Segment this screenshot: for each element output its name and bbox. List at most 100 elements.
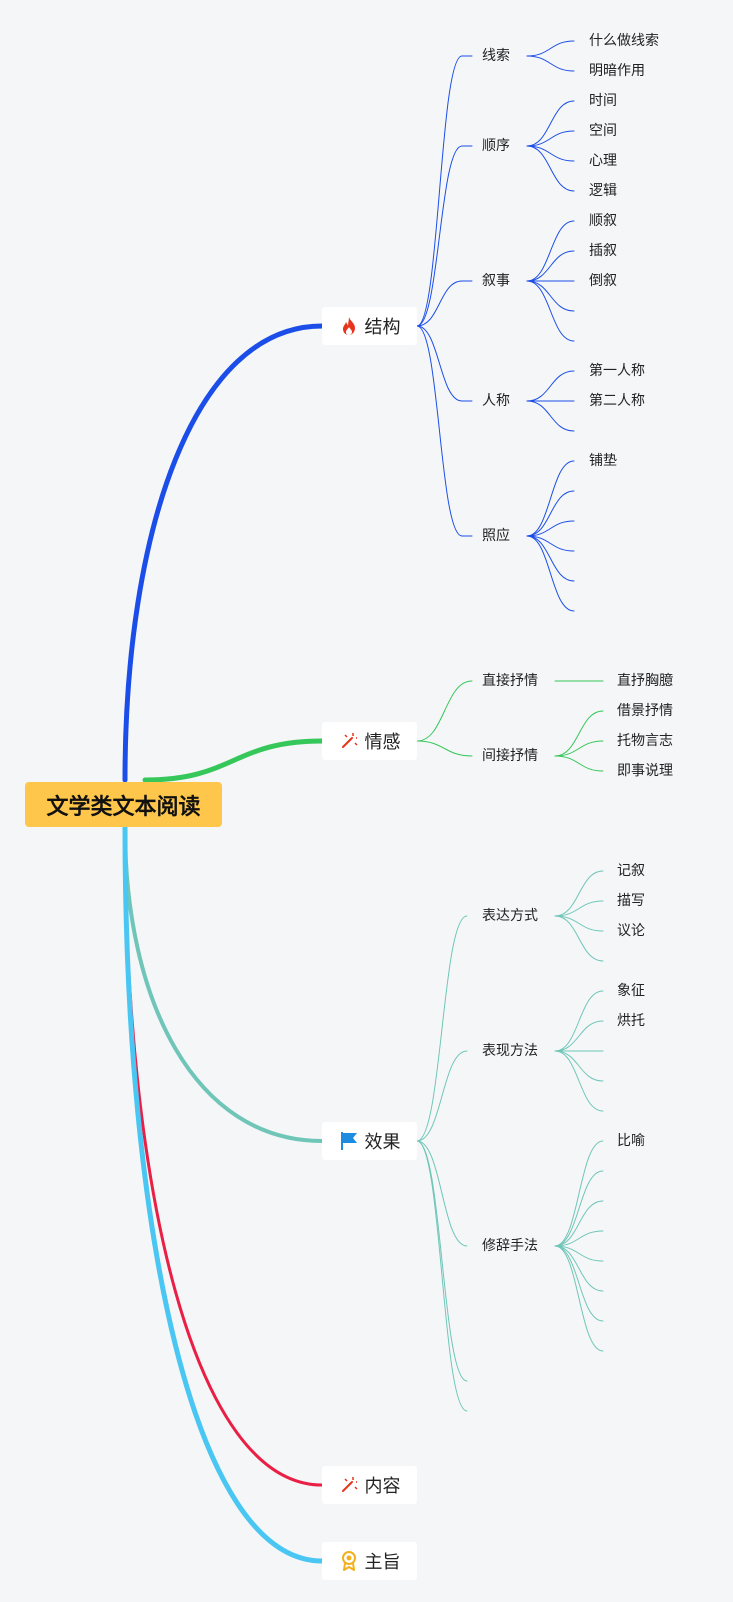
leaf-item[interactable]: 即事说理 (617, 763, 673, 779)
main-topic-label: 效果 (364, 1132, 401, 1153)
leaf-item[interactable]: 象征 (617, 983, 645, 999)
leaf-item[interactable]: 记叙 (617, 863, 645, 879)
sub-branch-link (416, 1140, 468, 1247)
sub-branch-link (416, 680, 473, 742)
leaf-link (554, 710, 604, 757)
magic-wand-icon (339, 1475, 359, 1495)
main-branch-link (122, 824, 325, 1564)
sub-branch-link (416, 325, 463, 402)
leaf-item[interactable]: 议论 (617, 923, 645, 939)
subtopic-xiuci-shoufa[interactable]: 修辞手法 (482, 1238, 538, 1254)
subtopic-rencheng[interactable]: 人称 (482, 393, 510, 409)
main-branch-link (123, 825, 324, 1487)
leaf-item[interactable]: 明暗作用 (589, 63, 645, 79)
subtopic-xiansuo[interactable]: 线索 (482, 48, 510, 64)
leaf-link (526, 400, 575, 432)
subtopic-shunxu[interactable]: 顺序 (482, 138, 510, 154)
main-branch-links (122, 323, 325, 1564)
flag-icon (339, 1131, 359, 1151)
fire-icon (339, 316, 359, 336)
leaf-link (554, 1140, 604, 1247)
leaf-link (554, 1170, 604, 1247)
main-topic-label: 内容 (364, 1476, 401, 1497)
leaf-link (526, 55, 575, 72)
main-topic-theme[interactable]: 主旨 (322, 1542, 417, 1580)
main-topic-label: 结构 (364, 317, 401, 338)
leaf-item[interactable]: 倒叙 (589, 273, 617, 289)
leaf-item[interactable]: 逻辑 (589, 183, 617, 199)
leaf-link (554, 755, 604, 772)
sub-branch-link (416, 740, 473, 757)
leaf-item[interactable]: 什么做线索 (589, 33, 659, 49)
main-topic-label: 主旨 (364, 1552, 401, 1573)
leaf-link (526, 280, 575, 342)
leaf-item[interactable]: 第一人称 (589, 363, 645, 379)
leaf-link (526, 520, 575, 537)
root-topic[interactable]: 文学类文本阅读 (25, 782, 222, 827)
leaf-link (554, 915, 604, 932)
leaf-link (526, 490, 575, 537)
leaf-item[interactable]: 描写 (617, 893, 645, 909)
leaf-link (526, 535, 575, 612)
subtopic-jianjie-shuqing[interactable]: 间接抒情 (482, 748, 538, 764)
main-topic-content[interactable]: 内容 (322, 1466, 417, 1504)
main-topic-structure[interactable]: 结构 (322, 307, 417, 345)
main-branch-link (123, 825, 324, 1143)
leaf-link (554, 740, 604, 757)
leaf-item[interactable]: 烘托 (617, 1013, 645, 1029)
subtopic-zhijie-shuqing[interactable]: 直接抒情 (482, 673, 538, 689)
leaf-links (526, 40, 604, 1352)
subtopic-biaoxian-fangfa[interactable]: 表现方法 (482, 1043, 538, 1059)
leaf-link (526, 40, 575, 57)
main-topic-label: 情感 (364, 732, 401, 753)
leaf-link (526, 370, 575, 402)
main-branch-link (122, 323, 325, 783)
sub-branch-link (416, 145, 463, 327)
leaf-link (526, 250, 575, 282)
sub-branch-link (416, 280, 463, 327)
leaf-link (526, 100, 575, 147)
main-topic-emotion[interactable]: 情感 (322, 722, 417, 760)
leaf-link (526, 535, 575, 582)
leaf-link (554, 990, 604, 1052)
leaf-item[interactable]: 心理 (589, 153, 617, 169)
leaf-item[interactable]: 借景抒情 (617, 703, 673, 719)
leaf-link (554, 1200, 604, 1247)
leaf-item[interactable]: 时间 (589, 93, 617, 109)
leaf-link (554, 915, 604, 962)
leaf-link (526, 145, 575, 162)
leaf-item[interactable]: 托物言志 (617, 733, 673, 749)
leaf-link (526, 280, 575, 312)
sub-branch-links (416, 55, 473, 1412)
subtopic-biaoda-fangshi[interactable]: 表达方式 (482, 908, 538, 924)
award-medal-icon (339, 1551, 359, 1571)
leaf-link (554, 1020, 604, 1052)
leaf-link (526, 460, 575, 537)
leaf-link (526, 220, 575, 282)
leaf-item[interactable]: 直抒胸臆 (617, 673, 673, 689)
leaf-link (554, 1050, 604, 1082)
sub-branch-link (416, 1140, 468, 1382)
main-branch-link (142, 738, 325, 783)
leaf-link (554, 1230, 604, 1247)
leaf-link (554, 1245, 604, 1292)
leaf-link (554, 1245, 604, 1322)
main-topic-effect[interactable]: 效果 (322, 1122, 417, 1160)
sub-branch-link (416, 55, 463, 327)
leaf-item[interactable]: 比喻 (617, 1133, 645, 1149)
sub-branch-link (416, 1140, 468, 1412)
leaf-link (554, 1050, 604, 1112)
magic-wand-icon (339, 731, 359, 751)
leaf-link (526, 145, 575, 192)
leaf-item[interactable]: 第二人称 (589, 393, 645, 409)
leaf-link (554, 900, 604, 917)
leaf-item[interactable]: 插叙 (589, 243, 617, 259)
leaf-link (526, 130, 575, 147)
leaf-item[interactable]: 铺垫 (589, 453, 617, 469)
subtopic-xushi[interactable]: 叙事 (482, 273, 510, 289)
leaf-item[interactable]: 空间 (589, 123, 617, 139)
subtopic-zhaoying[interactable]: 照应 (482, 528, 510, 544)
sub-branch-link (416, 1050, 468, 1142)
leaf-item[interactable]: 顺叙 (589, 213, 617, 229)
